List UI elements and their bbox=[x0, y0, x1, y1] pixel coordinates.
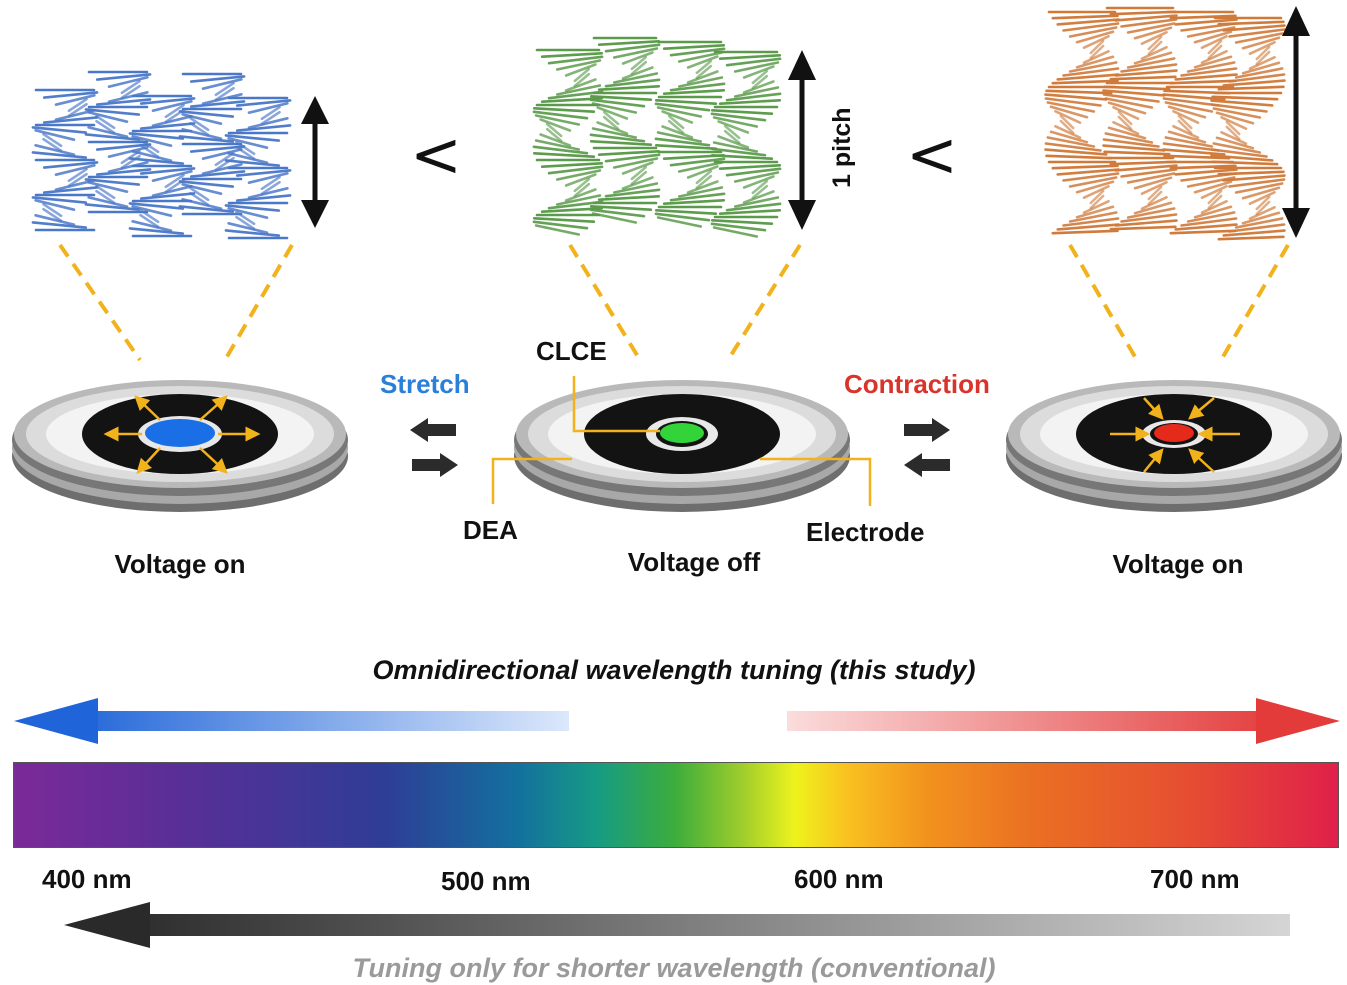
blue-helix-strand bbox=[224, 96, 292, 240]
omni-caption: Omnidirectional wavelength tuning (this … bbox=[372, 655, 976, 685]
callout-lines bbox=[491, 376, 872, 506]
contraction-label: Contraction bbox=[844, 369, 990, 399]
tick-600: 600 nm bbox=[794, 864, 884, 894]
center-voltage-label: Voltage off bbox=[627, 547, 761, 577]
stretch-label: Stretch bbox=[380, 369, 470, 399]
pitch-arrow-short bbox=[301, 96, 329, 228]
red-longer-arrow bbox=[787, 698, 1340, 744]
less-than-right: < bbox=[906, 118, 958, 191]
clce-label: CLCE bbox=[536, 336, 607, 366]
center-device bbox=[514, 380, 850, 512]
stretch-transition-arrows bbox=[410, 418, 458, 477]
blue-helix-group bbox=[31, 70, 292, 240]
red-dot bbox=[1154, 424, 1194, 442]
dea-label: DEA bbox=[463, 515, 518, 545]
green-helix-group bbox=[532, 36, 782, 238]
green-helix-strand bbox=[589, 36, 661, 224]
left-device bbox=[12, 380, 348, 512]
orange-helix-strand bbox=[1044, 10, 1120, 235]
blue-shorter-arrow bbox=[14, 698, 569, 744]
contraction-transition-arrows bbox=[904, 418, 950, 477]
green-helix-strand bbox=[710, 50, 782, 238]
left-voltage-label: Voltage on bbox=[114, 549, 246, 579]
tick-500: 500 nm bbox=[441, 866, 531, 896]
electrode-label: Electrode bbox=[806, 517, 925, 547]
pitch-arrow-long bbox=[1282, 6, 1310, 238]
blue-helix-strand bbox=[31, 88, 99, 232]
gray-conventional-arrow bbox=[64, 902, 1290, 948]
less-than-left: < bbox=[410, 118, 462, 191]
pitch-arrow-medium bbox=[788, 50, 816, 230]
visible-spectrum-bar bbox=[13, 762, 1339, 848]
orange-helix-group bbox=[1044, 6, 1286, 241]
orange-helix-strand bbox=[1102, 6, 1178, 231]
green-dot bbox=[660, 423, 704, 443]
pitch-label: 1 pitch bbox=[828, 107, 856, 188]
conventional-caption: Tuning only for shorter wavelength (conv… bbox=[352, 953, 996, 983]
orange-helix-strand bbox=[1210, 16, 1286, 241]
guide-dashes bbox=[58, 243, 1290, 364]
right-voltage-label: Voltage on bbox=[1112, 549, 1244, 579]
tick-700: 700 nm bbox=[1150, 864, 1240, 894]
right-device bbox=[1006, 380, 1342, 512]
tick-400: 400 nm bbox=[42, 864, 132, 894]
blue-dot bbox=[145, 419, 215, 447]
green-helix-strand bbox=[654, 40, 726, 228]
orange-helix-strand bbox=[1162, 10, 1238, 235]
